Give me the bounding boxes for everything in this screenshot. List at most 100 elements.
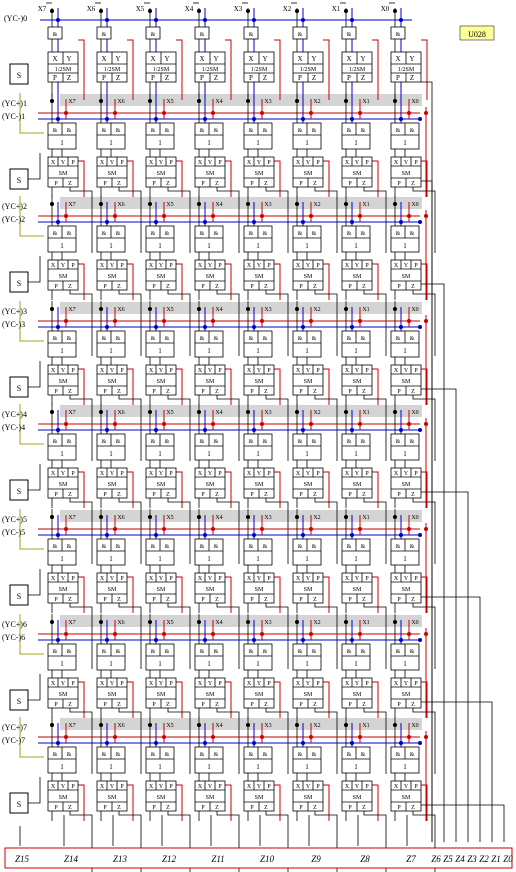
- full-adder-p-out: P: [54, 597, 58, 603]
- full-adder-y: Y: [355, 784, 360, 790]
- full-adder-y: Y: [61, 471, 66, 477]
- full-adder-p-out: P: [299, 181, 303, 187]
- full-adder-p: P: [169, 576, 173, 582]
- junction-dot: [50, 307, 54, 311]
- and-gate-label: &: [214, 544, 219, 550]
- full-adder-p-out: P: [250, 389, 254, 395]
- or-gate-label: 1: [207, 763, 211, 771]
- junction-dot: [113, 527, 117, 531]
- full-adder-z: Z: [117, 597, 121, 603]
- full-adder-z: Z: [117, 284, 121, 290]
- and-gate-label: &: [263, 544, 268, 550]
- carry-wire: [421, 263, 428, 300]
- junction-dot: [203, 325, 207, 329]
- and-gate-label: &: [165, 439, 170, 445]
- top-input-label: X3: [234, 5, 243, 13]
- sign-block: [9, 584, 29, 606]
- full-adder-y: Y: [110, 681, 115, 687]
- full-adder-p-out: P: [348, 805, 352, 811]
- junction-dot: [113, 111, 117, 115]
- junction-dot: [295, 410, 299, 414]
- full-adder-z: Z: [362, 597, 366, 603]
- or-gate-label: 1: [60, 660, 64, 668]
- full-adder-name: SM: [206, 274, 215, 280]
- full-adder-x: X: [296, 160, 301, 166]
- full-adder-z: Z: [362, 492, 366, 498]
- full-adder-z: Z: [362, 284, 366, 290]
- junction-dot: [50, 515, 54, 519]
- output-label: Z15: [15, 854, 30, 864]
- half-adder-z: Z: [410, 74, 414, 82]
- sum-wire: [265, 290, 289, 356]
- full-adder-z: Z: [215, 597, 219, 603]
- sum-wire: [412, 498, 436, 564]
- full-adder-y: Y: [110, 784, 115, 790]
- output-label: Z2: [479, 854, 489, 864]
- carry-wire: [323, 160, 330, 197]
- full-adder-name: SM: [353, 482, 362, 488]
- full-adder-y: Y: [257, 576, 262, 582]
- and-gate-label: &: [312, 231, 317, 237]
- half-adder-p: P: [347, 74, 351, 82]
- full-adder-x: X: [100, 160, 105, 166]
- or-gate-label: 1: [207, 242, 211, 250]
- sign-block: [9, 792, 29, 814]
- yellow-wire: [19, 717, 44, 758]
- full-adder-p-out: P: [152, 702, 156, 708]
- junction-dot: [162, 632, 166, 636]
- full-adder-name: SM: [255, 692, 264, 698]
- junction-dot: [99, 9, 103, 13]
- and-gate-label: &: [53, 752, 58, 758]
- or-gate-label: 1: [354, 763, 358, 771]
- full-adder-p-out: P: [201, 702, 205, 708]
- full-adder-y: Y: [355, 471, 360, 477]
- or-gate-label: 1: [256, 555, 260, 563]
- junction-dot: [50, 202, 54, 206]
- and-gate-label: &: [200, 439, 205, 445]
- junction-dot: [424, 422, 428, 426]
- and-gate-label: &: [249, 649, 254, 655]
- junction-dot: [252, 741, 256, 745]
- and-gate-label: &: [200, 231, 205, 237]
- and-gate-label: &: [298, 439, 303, 445]
- full-adder-p-out: P: [299, 702, 303, 708]
- full-adder-p-out: P: [397, 805, 401, 811]
- full-adder-p: P: [365, 784, 369, 790]
- or-gate-label: 1: [305, 660, 309, 668]
- and-gate-label: &: [347, 439, 352, 445]
- and-gate: [292, 26, 308, 40]
- column-label: X4: [215, 307, 222, 313]
- half-adder-p: P: [102, 74, 106, 82]
- half-adder-z: Z: [67, 74, 71, 82]
- column-label: X2: [313, 99, 320, 105]
- and-gate-label: &: [298, 544, 303, 550]
- full-adder-y: Y: [257, 471, 262, 477]
- full-adder-p: P: [120, 160, 124, 166]
- full-adder-name: SM: [59, 171, 68, 177]
- or-gate-label: 1: [403, 347, 407, 355]
- full-adder-z: Z: [117, 181, 121, 187]
- full-adder-name: SM: [255, 482, 264, 488]
- junction-dot: [64, 214, 68, 218]
- full-adder-p: P: [71, 160, 75, 166]
- half-adder-x: X: [248, 55, 253, 63]
- full-adder-p: P: [267, 681, 271, 687]
- junction-dot: [203, 533, 207, 537]
- sign-block: [9, 376, 29, 398]
- or-gate-label: 1: [158, 555, 162, 563]
- full-adder-p-out: P: [250, 492, 254, 498]
- or-gate-label: 1: [305, 139, 309, 147]
- full-adder-p-out: P: [250, 181, 254, 187]
- sum-wire: [69, 498, 93, 564]
- full-adder-z: Z: [411, 389, 415, 395]
- or-gate-label: 1: [60, 450, 64, 458]
- junction-dot: [105, 741, 109, 745]
- and-gate-label: &: [396, 649, 401, 655]
- full-adder-name: SM: [353, 692, 362, 698]
- and-gate-label: &: [67, 231, 72, 237]
- full-adder-x: X: [51, 576, 56, 582]
- full-adder-z: Z: [166, 284, 170, 290]
- junction-dot: [350, 325, 354, 329]
- full-adder-p-out: P: [250, 284, 254, 290]
- full-adder-z: Z: [411, 284, 415, 290]
